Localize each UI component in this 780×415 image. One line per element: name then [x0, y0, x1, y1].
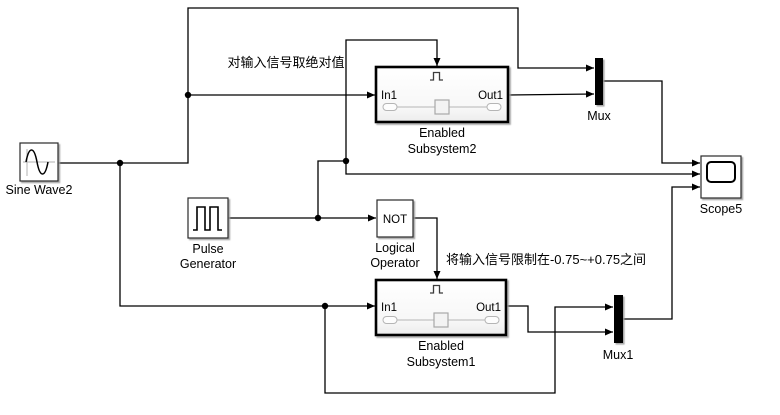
pulse-icon [193, 206, 222, 231]
wire-pulse-to-subsystem2-enable[interactable] [345, 39, 441, 161]
block-logical-operator[interactable]: NOT Logical Operator [370, 199, 420, 270]
sine-wave-icon [23, 149, 55, 176]
enable-port-icon [430, 71, 443, 81]
junction-dot [184, 91, 192, 99]
enabled-subsystem2-label-line1: Enabled [419, 126, 465, 140]
scope5-label: Scope5 [700, 202, 742, 216]
subsystem1-out1-port: Out1 [476, 302, 501, 314]
wire-pulse-to-scope-in2[interactable] [345, 161, 700, 178]
pulse-generator-label-line1: Pulse [192, 242, 223, 256]
wire-pulse-branch-up[interactable] [317, 160, 346, 218]
wire-mux1-to-scope-in3[interactable] [623, 183, 700, 320]
logical-operator-label-line1: Logical [375, 241, 415, 255]
mux-label: Mux [587, 109, 611, 123]
sine-wave2-label: Sine Wave2 [6, 183, 73, 197]
wires [58, 7, 700, 394]
block-mux1[interactable]: Mux1 [603, 295, 634, 362]
junction-dot [342, 157, 350, 165]
pulse-generator-label-line2: Generator [180, 257, 236, 271]
block-mux[interactable]: Mux [587, 58, 612, 123]
junction-dot [314, 214, 322, 222]
block-enabled-subsystem2[interactable]: In1 Out1 Enabled Subsystem2 [374, 65, 510, 156]
mux-bar[interactable] [595, 58, 603, 105]
wire-sine-to-mux1-in1[interactable] [324, 303, 613, 394]
annotation-absolute-value[interactable]: 对输入信号取绝对值 [227, 55, 344, 70]
block-enabled-subsystem1[interactable]: In1 Out1 Enabled Subsystem1 [374, 278, 508, 369]
annotation-limit-range[interactable]: 将输入信号限制在-0.75~+0.75之间 [446, 252, 646, 267]
enabled-subsystem2-label-line2: Subsystem2 [408, 142, 477, 156]
junction-dot [321, 302, 329, 310]
enable-port-icon [430, 284, 443, 294]
block-sine-wave2[interactable]: Sine Wave2 [6, 142, 73, 197]
wire-subsystem2-to-mux-in2[interactable] [507, 90, 595, 98]
junction-dot [116, 159, 124, 167]
block-scope5[interactable]: Scope5 [700, 155, 742, 216]
wire-sine-to-subsystem1-in1[interactable] [119, 163, 375, 310]
wire-sine-to-mux-in1[interactable] [58, 7, 594, 164]
scope-screen-icon [706, 161, 736, 183]
subsystem-preview-icon [382, 99, 502, 115]
mux1-bar[interactable] [614, 295, 623, 343]
block-pulse-generator[interactable]: Pulse Generator [180, 197, 236, 271]
wire-not-to-subsystem1-enable[interactable] [413, 217, 441, 279]
mux1-label: Mux1 [603, 348, 634, 362]
subsystem2-out1-port: Out1 [478, 90, 503, 102]
subsystem-preview-icon [382, 312, 500, 328]
subsystem2-in1-port: In1 [381, 90, 397, 102]
not-operator-text: NOT [383, 214, 407, 226]
enabled-subsystem1-label-line2: Subsystem1 [407, 355, 476, 369]
wire-subsystem1-to-mux1-in2[interactable] [506, 305, 613, 336]
logical-operator-label-line2: Operator [370, 256, 419, 270]
subsystem1-in1-port: In1 [381, 302, 397, 314]
enabled-subsystem1-label-line1: Enabled [418, 339, 464, 353]
wire-mux-to-scope-in1[interactable] [603, 80, 700, 167]
